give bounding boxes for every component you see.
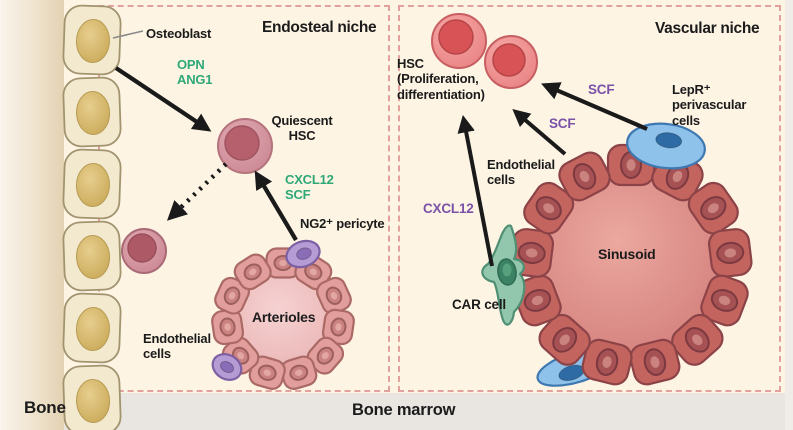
arterioles-label: Arterioles (252, 309, 316, 325)
bone-marrow-label: Bone marrow (352, 401, 456, 419)
sinusoid-label: Sinusoid (598, 246, 656, 262)
car-cell-label: CAR cell (452, 297, 506, 312)
quiescent-hsc-label: Quiescent HSC (271, 113, 333, 144)
endothelial-cells-label-right: Endothelial cells (487, 157, 555, 188)
scf-signal-label-lower: SCF (549, 116, 576, 131)
osteoblast-label: Osteoblast (146, 26, 212, 41)
endosteal-niche-title: Endosteal niche (262, 19, 377, 36)
scf-signal-label-upper: SCF (588, 82, 615, 97)
opn-ang1-signal-label: OPN ANG1 (177, 57, 213, 88)
bone-label: Bone (24, 398, 66, 417)
endothelial-cells-label-left: Endothelial cells (143, 331, 211, 362)
vascular-niche-box (398, 5, 781, 392)
hsc-proliferation-label: HSC (Proliferation, differentiation) (397, 56, 485, 102)
endosteal-niche-box (98, 5, 390, 392)
vascular-niche-title: Vascular niche (655, 20, 760, 37)
lepr-perivascular-label: LepR⁺ perivascular cells (672, 82, 747, 128)
cxcl12-signal-label: CXCL12 (423, 201, 474, 216)
cxcl12-scf-signal-label: CXCL12 SCF (285, 172, 334, 203)
ng2-pericyte-label: NG2⁺ pericyte (300, 216, 385, 231)
bone-matrix (0, 0, 64, 430)
